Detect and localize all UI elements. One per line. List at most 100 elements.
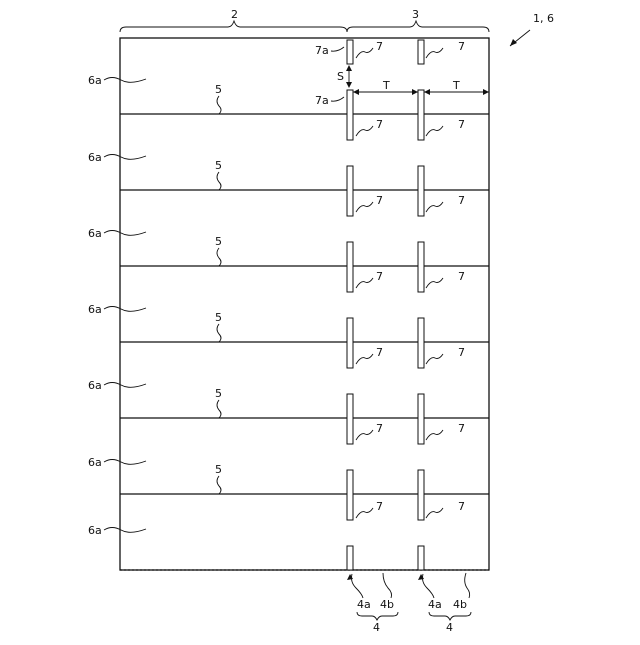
slit — [418, 470, 424, 520]
boundary-label: 5 — [215, 387, 222, 400]
boundary-label: 5 — [215, 311, 222, 324]
brace-4-left — [357, 612, 398, 620]
leader-4a-right — [423, 574, 435, 598]
slit-end-label: 7a — [315, 94, 329, 107]
slit — [347, 318, 353, 368]
slit — [347, 546, 353, 570]
slit-leader — [356, 278, 373, 288]
slit — [418, 546, 424, 570]
slit-columns — [347, 40, 424, 570]
leader-4b-right — [465, 573, 470, 598]
label-4-left: 4 — [373, 621, 380, 634]
strip-leader — [104, 307, 146, 312]
slit — [347, 90, 353, 140]
pitch-arrowhead — [412, 89, 418, 95]
label-4a-right: 4a — [428, 598, 442, 611]
strip-label: 6a — [88, 524, 102, 537]
slit-label: 7 — [458, 346, 465, 359]
slit — [347, 470, 353, 520]
gap-arrowhead-bottom — [346, 82, 352, 88]
slit — [418, 242, 424, 292]
slit — [418, 394, 424, 444]
label-4a-left: 4a — [357, 598, 371, 611]
strip-leader — [104, 528, 146, 533]
slit-label: 7 — [458, 422, 465, 435]
pitch-label-2: T — [452, 79, 460, 92]
slit — [347, 166, 353, 216]
slit-label: 7 — [376, 118, 383, 131]
brace-region-right — [347, 21, 489, 32]
slit — [347, 40, 353, 64]
boundary-label: 5 — [215, 83, 222, 96]
strip-label: 6a — [88, 456, 102, 469]
region-label-right: 3 — [412, 8, 419, 21]
slit-label: 7 — [458, 40, 465, 53]
slit-label: 7 — [458, 194, 465, 207]
boundary-label: 5 — [215, 159, 222, 172]
label-4b-right: 4b — [453, 598, 467, 611]
slit — [418, 318, 424, 368]
slit-leader — [426, 354, 443, 364]
slit-leader — [356, 430, 373, 440]
pitch-label-1: T — [382, 79, 390, 92]
region-label-left: 2 — [231, 8, 238, 21]
slit-leader — [426, 48, 443, 58]
slit-label: 7 — [376, 422, 383, 435]
strip-label: 6a — [88, 74, 102, 87]
boundary-leader — [217, 400, 221, 418]
strip-label: 6a — [88, 227, 102, 240]
slit-leader — [356, 508, 373, 518]
leader-4b-left — [383, 573, 392, 598]
strip-label: 6a — [88, 151, 102, 164]
slit-end-leader — [331, 47, 344, 51]
figure-label-arrowhead — [510, 39, 517, 46]
boundary-lines — [120, 114, 489, 494]
leader-4a-left — [352, 574, 364, 598]
slit-leader — [426, 430, 443, 440]
gap-arrowhead-top — [346, 65, 352, 71]
label-4b-left: 4b — [380, 598, 394, 611]
pitch-arrowhead — [353, 89, 359, 95]
pitch-arrowhead — [483, 89, 489, 95]
brace-4-right — [429, 612, 471, 620]
boundary-leader — [217, 248, 221, 266]
slit-label: 7 — [376, 194, 383, 207]
slit — [418, 90, 424, 140]
slit-leader — [356, 202, 373, 212]
slit-end-leader — [331, 97, 344, 101]
slit-label: 7 — [376, 346, 383, 359]
slit-label: 7 — [376, 270, 383, 283]
slit-leader — [356, 48, 373, 58]
strip-leader — [104, 460, 146, 465]
boundary-leader — [217, 476, 221, 494]
strip-label: 6a — [88, 303, 102, 316]
strip-leader — [104, 155, 146, 160]
slit-end-label: 7a — [315, 44, 329, 57]
slit-label: 7 — [376, 40, 383, 53]
strip-label: 6a — [88, 379, 102, 392]
slit-leader — [426, 278, 443, 288]
slit — [347, 394, 353, 444]
bottom-labels: 4a 4b 4 4a 4b 4 — [347, 573, 471, 634]
gap-label: S — [337, 70, 344, 83]
slit-leader — [426, 126, 443, 136]
slit-label: 7 — [458, 270, 465, 283]
boundary-leader — [217, 324, 221, 342]
label-4-right: 4 — [446, 621, 453, 634]
strip-leader — [104, 383, 146, 388]
slit-leader — [356, 354, 373, 364]
strip-leader — [104, 78, 146, 83]
brace-region-left — [120, 21, 347, 32]
boundary-label: 5 — [215, 235, 222, 248]
strip-leader — [104, 231, 146, 236]
slit-label: 7 — [376, 500, 383, 513]
slit-leader — [356, 126, 373, 136]
figure-label: 1, 6 — [533, 12, 554, 25]
boundary-leader — [217, 96, 221, 114]
slit — [418, 166, 424, 216]
slit-leader — [426, 202, 443, 212]
slit-label: 7 — [458, 500, 465, 513]
slit-label: 7 — [458, 118, 465, 131]
